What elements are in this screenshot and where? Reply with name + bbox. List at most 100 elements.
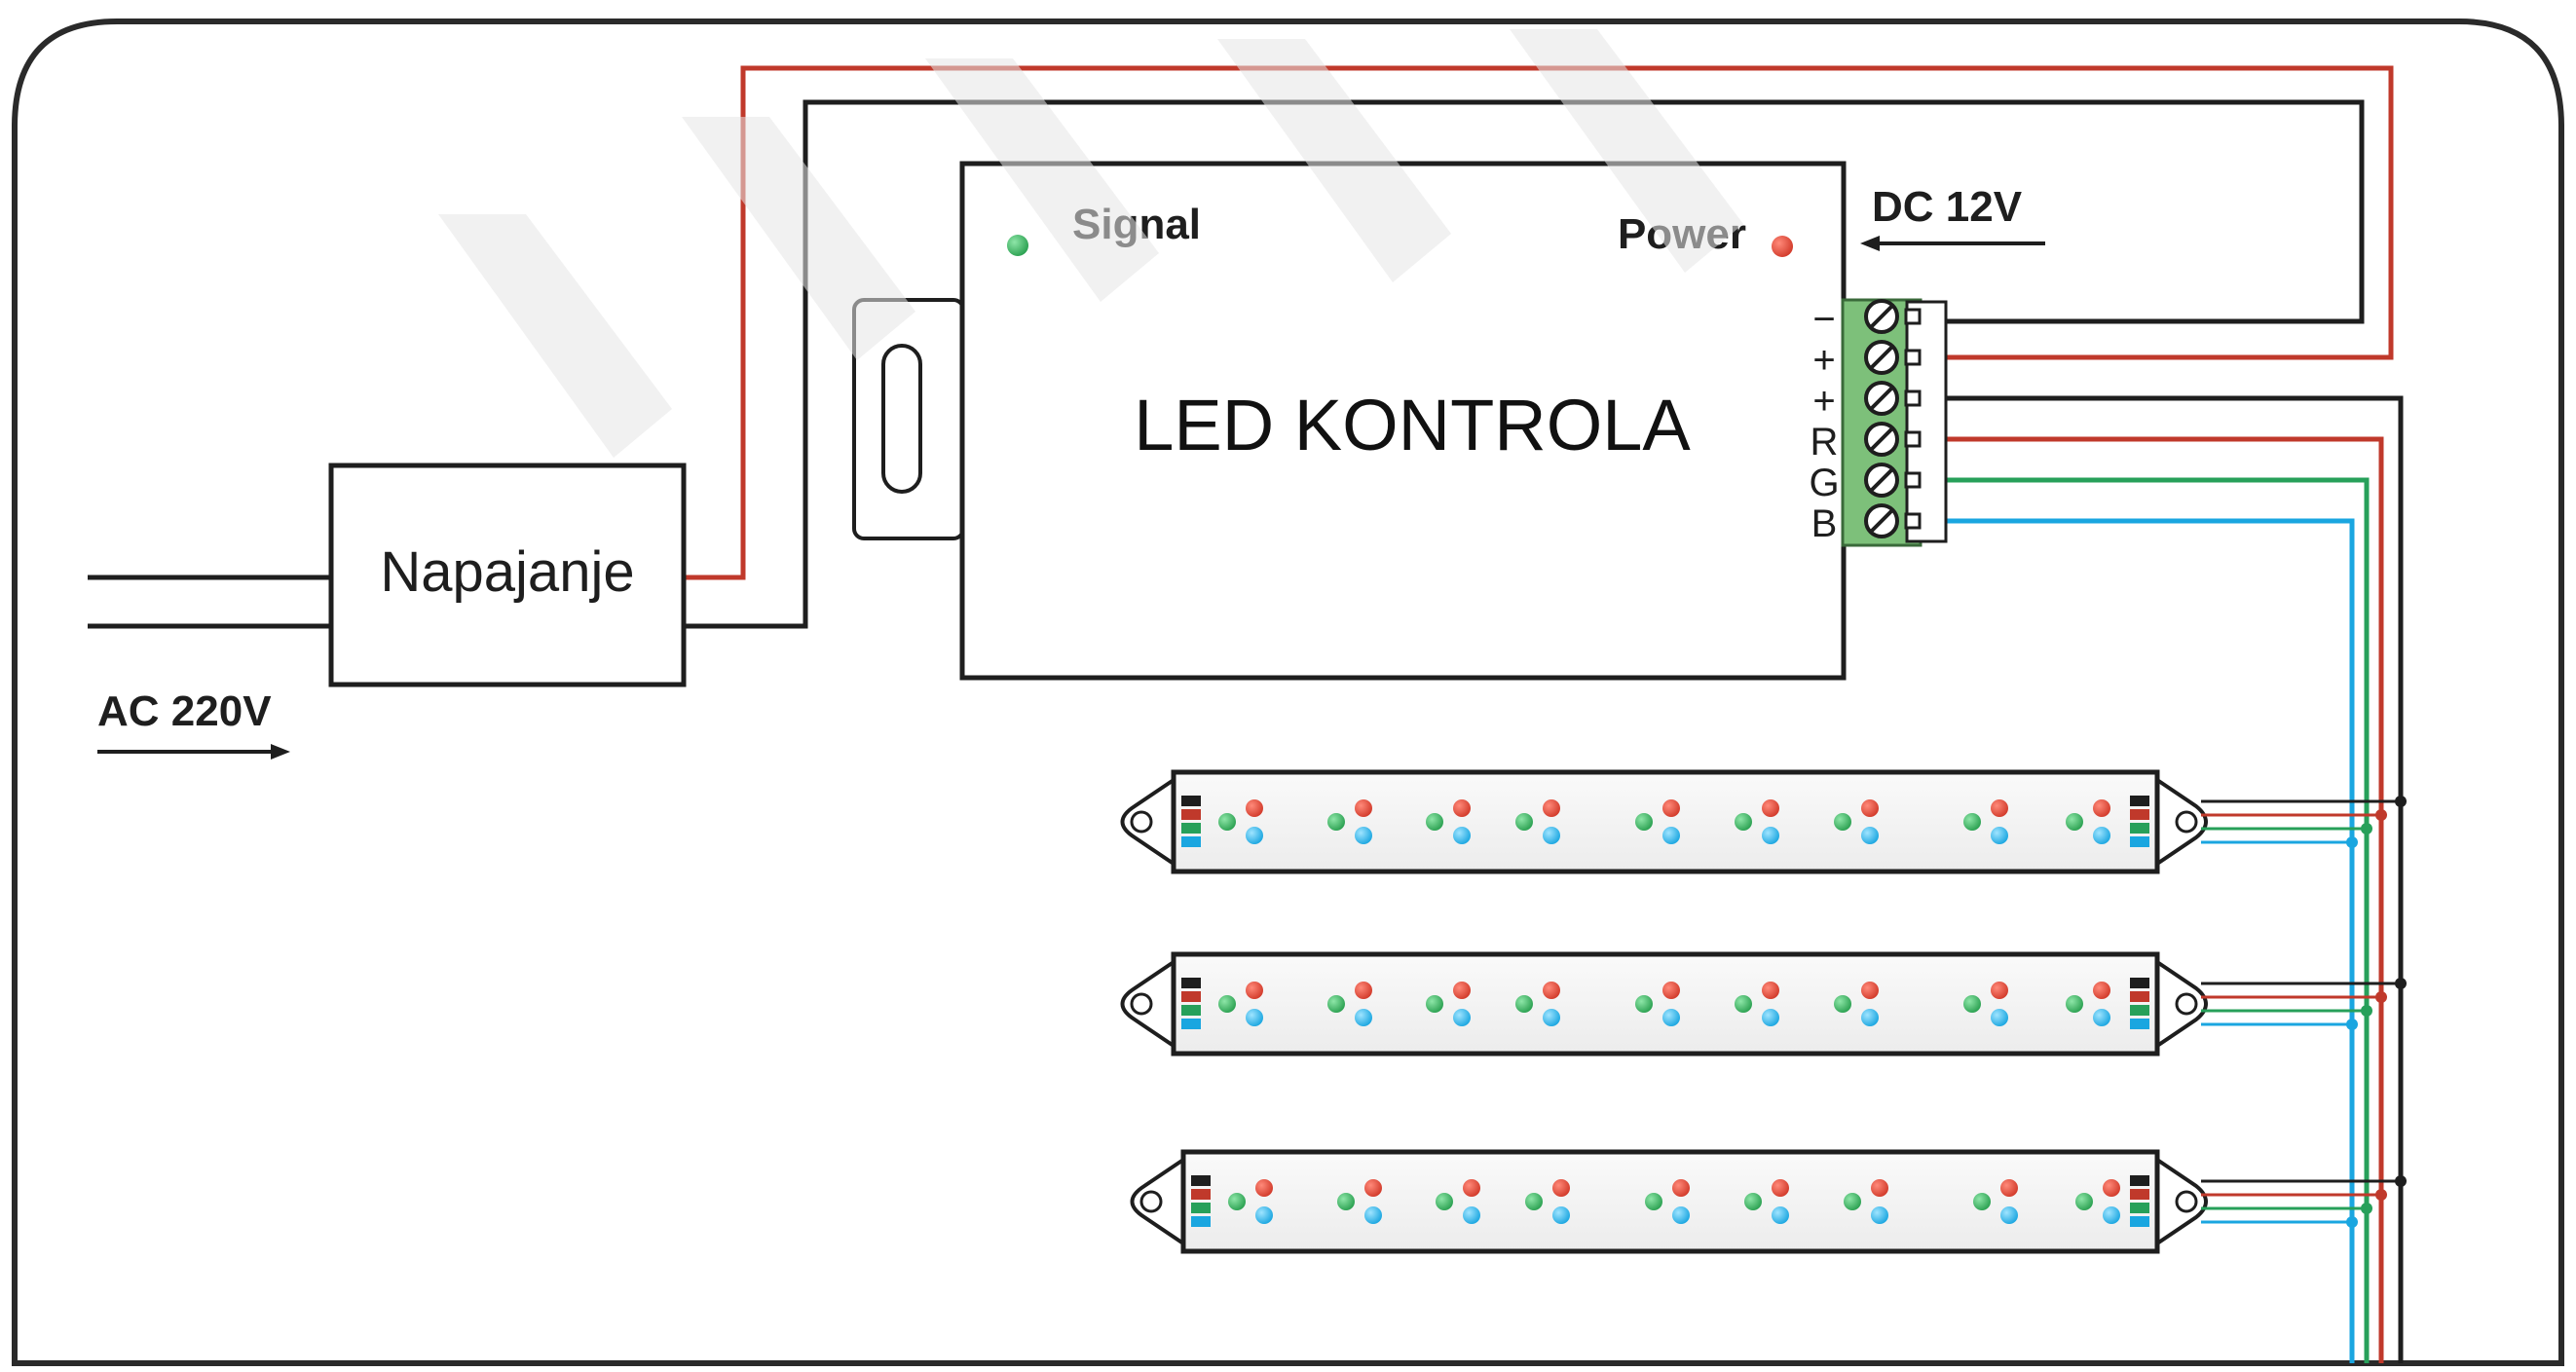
led-green-icon: [1973, 1193, 1991, 1210]
terminal-socket: [1904, 430, 1922, 448]
led-green-icon: [1735, 813, 1752, 831]
led-green-icon: [1525, 1193, 1543, 1210]
led-green-icon: [1228, 1193, 1246, 1210]
led-blue-icon: [1453, 1009, 1471, 1026]
led-red-icon: [1552, 1179, 1570, 1197]
terminal-socket: [1904, 389, 1922, 407]
strip-pad: [1191, 1203, 1211, 1213]
led-blue-icon: [1543, 1009, 1560, 1026]
controller-mount-tab: [852, 298, 965, 540]
terminal-screw-slot: [1870, 387, 1893, 410]
led-red-icon: [2093, 799, 2110, 817]
terminal-screw-slot: [1870, 346, 1893, 369]
led-red-icon: [1453, 982, 1471, 999]
dc-input: DC 12V: [1860, 183, 2045, 251]
led-red-icon: [1246, 799, 1263, 817]
strip-mount-hole: [1130, 810, 1153, 834]
power-supply: Napajanje: [328, 463, 687, 687]
strip-body: [1171, 951, 2160, 1057]
led-green-icon: [1515, 813, 1533, 831]
led-blue-icon: [1762, 1009, 1779, 1026]
led-blue-icon: [2000, 1206, 2018, 1224]
terminal-label: +: [1812, 339, 1835, 382]
led-blue-icon: [1246, 827, 1263, 844]
led-red-icon: [1355, 982, 1372, 999]
led-green-icon: [1218, 995, 1236, 1013]
strip-pad: [2130, 978, 2149, 988]
led-green-icon: [2066, 813, 2083, 831]
ac-input-lines: AC 220V: [88, 575, 331, 760]
strip-pad: [2130, 796, 2149, 806]
led-green-icon: [1635, 813, 1653, 831]
strip-mount-hole: [1139, 1190, 1163, 1213]
led-red-icon: [1355, 799, 1372, 817]
led-red-icon: [1772, 1179, 1789, 1197]
led-blue-icon: [1772, 1206, 1789, 1224]
led-green-icon: [1436, 1193, 1453, 1210]
wire-junction-dot: [2361, 823, 2372, 834]
strip-pad: [2130, 1019, 2149, 1029]
led-green-icon: [1735, 995, 1752, 1013]
led-red-icon: [1543, 982, 1560, 999]
led-blue-icon: [1662, 827, 1680, 844]
terminal-label: G: [1809, 462, 1839, 504]
strip-pad: [2130, 836, 2149, 847]
led-red-icon: [1453, 799, 1471, 817]
signal-led-icon: [1007, 235, 1028, 256]
strip-pad: [1181, 978, 1201, 988]
controller-title: LED KONTROLA: [1134, 385, 1691, 465]
led-red-icon: [1543, 799, 1560, 817]
dc-arrow-head: [1860, 236, 1880, 251]
terminal-socket: [1904, 471, 1922, 489]
wire-junction-dot: [2361, 1203, 2372, 1214]
led-green-icon: [1327, 813, 1345, 831]
watermark: [438, 29, 1743, 458]
terminal-label: R: [1811, 421, 1839, 464]
terminal-socket: [1904, 512, 1922, 530]
led-blue-icon: [1861, 1009, 1879, 1026]
strip-pad: [2130, 823, 2149, 834]
wire-junction-dot: [2346, 1019, 2358, 1030]
led-red-icon: [1662, 799, 1680, 817]
wire-junction-dot: [2375, 1189, 2387, 1201]
led-strips: [1120, 769, 2407, 1254]
watermark-stroke: [438, 214, 672, 458]
led-green-icon: [2066, 995, 2083, 1013]
strip-pad: [1181, 836, 1201, 847]
led-strip: [1120, 951, 2407, 1057]
wire-junction-dot: [2361, 1005, 2372, 1017]
terminal-socket: [1904, 308, 1922, 325]
led-red-icon: [1255, 1179, 1273, 1197]
ac-input-label: AC 220V: [97, 687, 272, 735]
terminal-block-plug: [1905, 300, 1948, 543]
led-red-icon: [1991, 799, 2008, 817]
led-strip: [1130, 1149, 2407, 1254]
strip-mount-hole: [2175, 1190, 2198, 1213]
terminal-label: +: [1812, 380, 1835, 423]
terminal-screw-slot: [1870, 509, 1893, 533]
led-green-icon: [1515, 995, 1533, 1013]
watermark-stroke: [1217, 39, 1451, 282]
strip-mount-hole: [2175, 810, 2198, 834]
led-green-icon: [1963, 813, 1981, 831]
strip-pad: [1191, 1189, 1211, 1200]
led-red-icon: [1463, 1179, 1480, 1197]
strip-body: [1171, 769, 2160, 874]
wire-junction-dot: [2346, 1216, 2358, 1228]
led-blue-icon: [1543, 827, 1560, 844]
terminal-label: −: [1812, 298, 1835, 341]
watermark-stroke: [682, 117, 915, 360]
led-blue-icon: [2093, 1009, 2110, 1026]
led-red-icon: [1861, 799, 1879, 817]
led-green-icon: [1327, 995, 1345, 1013]
strip-mount-hole: [1130, 992, 1153, 1016]
power-led-icon: [1772, 236, 1793, 257]
strip-mount-hole: [2175, 992, 2198, 1016]
wire-junction-dot: [2395, 978, 2407, 989]
led-blue-icon: [1255, 1206, 1273, 1224]
led-red-icon: [2103, 1179, 2120, 1197]
led-green-icon: [1337, 1193, 1355, 1210]
terminal-socket: [1904, 349, 1922, 366]
led-green-icon: [1963, 995, 1981, 1013]
